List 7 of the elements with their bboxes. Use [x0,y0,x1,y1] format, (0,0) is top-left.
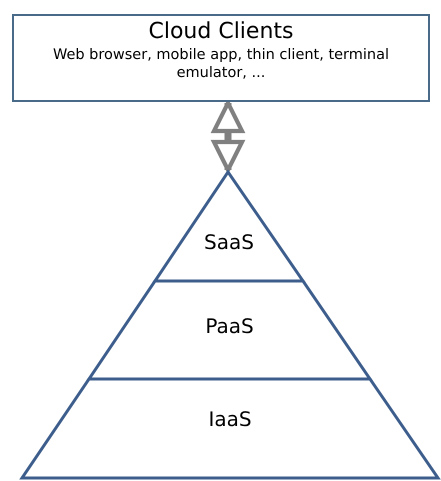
layer-label: SaaS [204,230,254,254]
layer-label: IaaS [208,407,252,431]
box-heading: Cloud Clients [148,18,294,46]
client-box [12,14,430,102]
double-arrow [212,100,244,172]
box-description: Web browser, mobile app, thin client, terminal emulator, ... [52,46,390,82]
layer-label: PaaS [205,314,254,338]
